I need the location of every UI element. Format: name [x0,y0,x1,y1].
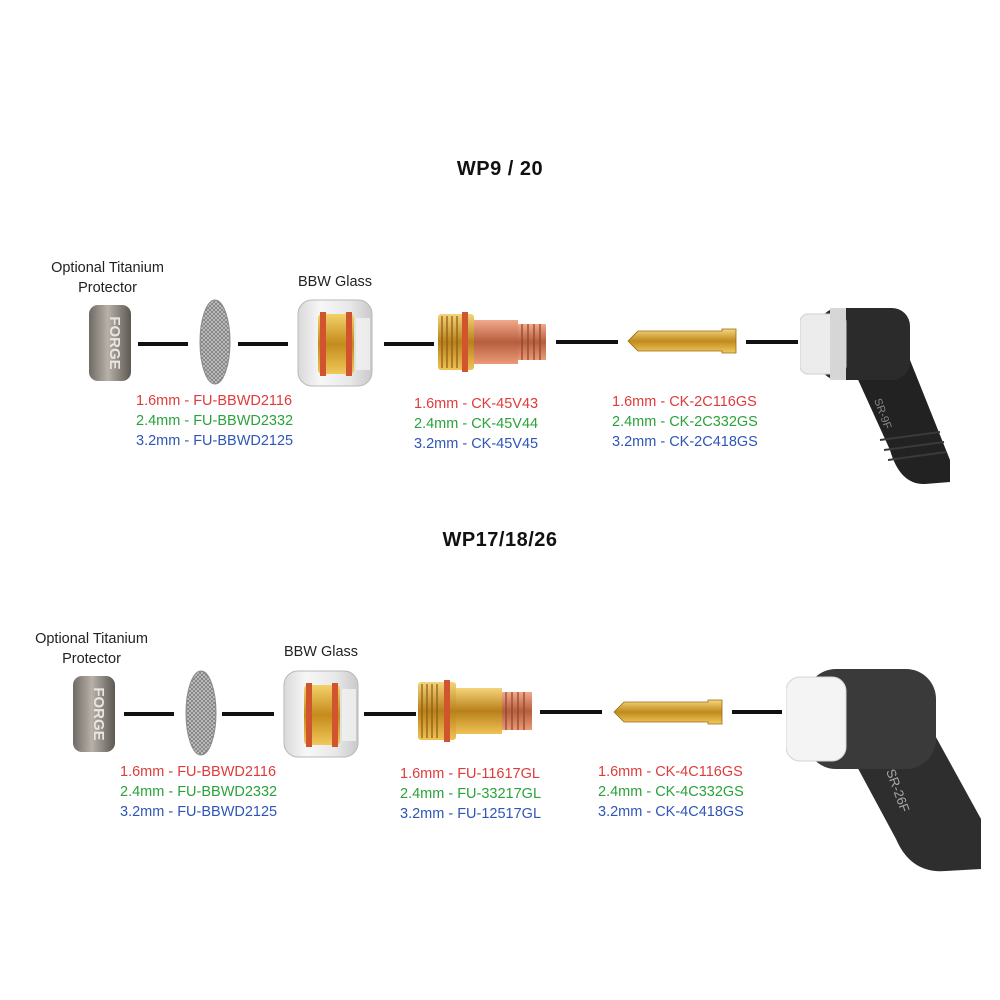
connector-line [124,712,174,716]
code-group-collet-body: 1.6mm - CK-45V43 2.4mm - CK-45V44 3.2mm … [414,396,539,452]
connector-line [384,342,434,346]
code-group-collet: 1.6mm - CK-2C116GS 2.4mm - CK-2C332GS 3.… [612,394,758,450]
collet [612,699,724,725]
connector-line [238,342,288,346]
section-wp9-20: WP9 / 20 Optional Titanium Protector BBW… [0,0,1000,485]
connector-line [732,710,782,714]
glass-label: BBW Glass [297,274,373,290]
collet [626,328,738,354]
glass-label: BBW Glass [283,644,359,660]
protector-logo-text: FORGE [106,316,123,369]
torch-head: SR-9F [800,300,960,490]
connector-line [746,340,798,344]
protector-label: Optional Titanium Protector [35,631,148,667]
section-title: WP9 / 20 [456,158,544,180]
code-group-collet-body: 1.6mm - FU-11617GL 2.4mm - FU-33217GL 3.… [400,766,542,822]
gas-lens-mesh [198,298,232,386]
collet-body [438,312,548,372]
code-group-cup: 1.6mm - FU-BBWD2116 2.4mm - FU-BBWD2332 … [120,764,278,820]
connector-line [556,340,618,344]
protector-label: Optional Titanium Protector [51,260,164,296]
section-wp17-18-26: WP17/18/26 Optional Titanium Protector B… [0,371,1000,872]
code-group-collet: 1.6mm - CK-4C116GS 2.4mm - CK-4C332GS 3.… [598,764,744,820]
connector-line [222,712,274,716]
protector-logo-text: FORGE [90,687,107,740]
connector-line [138,342,188,346]
code-group-cup: 1.6mm - FU-BBWD2116 2.4mm - FU-BBWD2332 … [136,393,294,449]
section-title: WP17/18/26 [442,529,558,551]
titanium-protector: FORGE [88,304,132,382]
titanium-protector: FORGE [72,675,116,753]
connector-line [364,712,416,716]
connector-line [540,710,602,714]
collet-body [418,680,534,742]
bbw-glass-cup [296,298,378,388]
bbw-glass-cup [282,669,364,759]
gas-lens-mesh [184,669,218,757]
torch-head: SR-26F [786,639,986,879]
